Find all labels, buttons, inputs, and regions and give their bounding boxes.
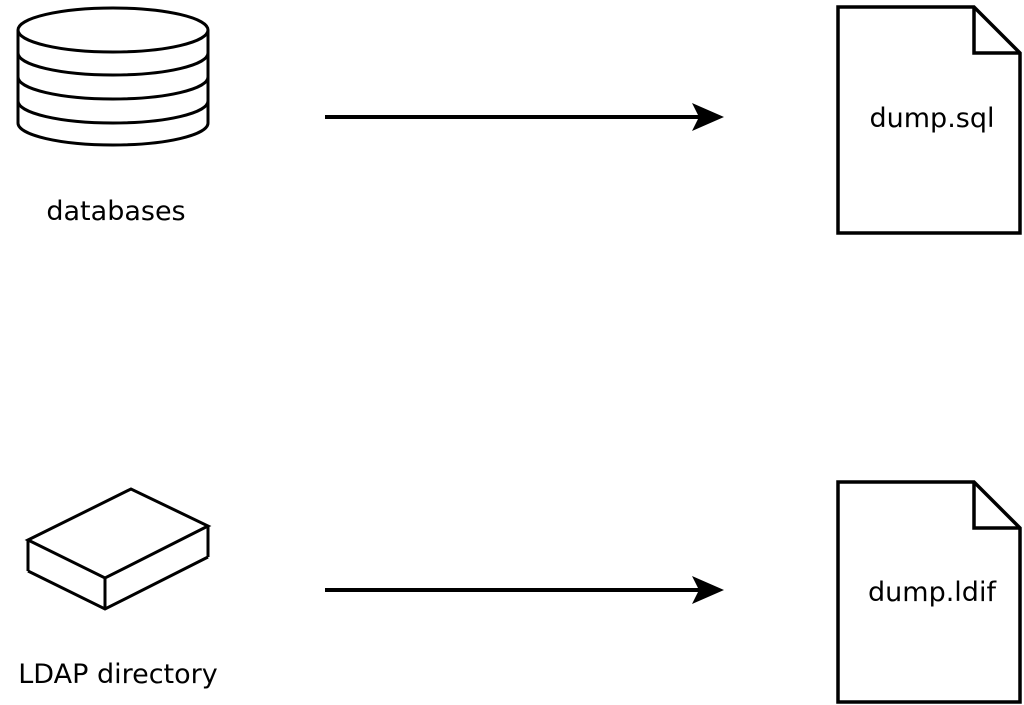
document-icon-sql [836, 5, 1022, 235]
arrow-right-icon-top [325, 103, 724, 131]
ldap-directory-label: LDAP directory [18, 659, 218, 690]
document-icon-ldif [836, 480, 1022, 704]
arrow-right-icon-bottom [325, 576, 724, 604]
database-cylinder-icon [16, 6, 210, 147]
dump-sql-label: dump.sql [870, 103, 995, 134]
databases-label: databases [46, 196, 185, 227]
dump-ldif-label: dump.ldif [868, 577, 997, 608]
box-icon [24, 487, 212, 611]
